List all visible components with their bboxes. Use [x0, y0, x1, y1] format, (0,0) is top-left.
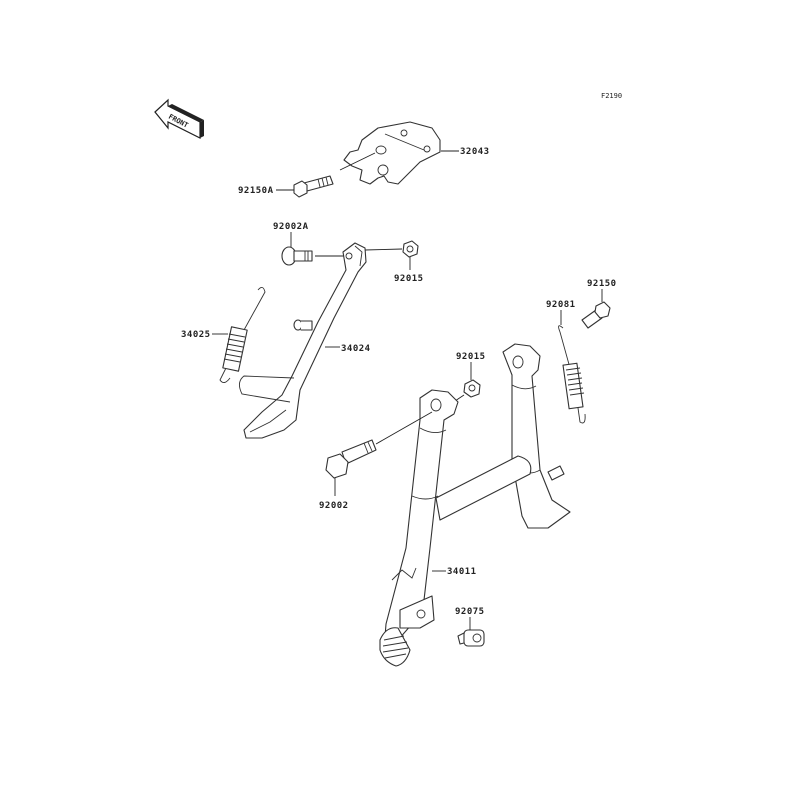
- center-stand-part: [379, 343, 571, 667]
- label-92150: 92150: [587, 279, 617, 289]
- side-stand-bolt-part: [281, 246, 313, 266]
- bracket-bolt-part: [293, 175, 334, 198]
- center-stand-nut-part: [463, 379, 481, 398]
- label-32043: 32043: [460, 147, 490, 157]
- label-92075: 92075: [455, 607, 485, 617]
- label-92015-mid: 92015: [456, 352, 486, 362]
- side-stand-part: [239, 242, 367, 439]
- side-stand-spring-part: [219, 287, 266, 383]
- stopper-part: [457, 629, 485, 647]
- label-92150A: 92150A: [238, 186, 274, 196]
- label-92015-top: 92015: [394, 274, 424, 284]
- label-92081: 92081: [546, 300, 576, 310]
- front-arrow-icon: FRONT: [154, 98, 204, 139]
- label-34025: 34025: [181, 330, 211, 340]
- diagram-code: F2190: [601, 92, 622, 100]
- label-92002: 92002: [319, 501, 349, 511]
- label-34011: 34011: [447, 567, 477, 577]
- bracket-part: [339, 121, 441, 185]
- label-92002A: 92002A: [273, 222, 309, 232]
- label-34024: 34024: [341, 344, 371, 354]
- spring-bolt-part: [581, 301, 611, 329]
- center-stand-bolt-part: [325, 439, 377, 479]
- side-stand-nut-part: [402, 240, 419, 258]
- center-stand-spring-part: [558, 325, 586, 424]
